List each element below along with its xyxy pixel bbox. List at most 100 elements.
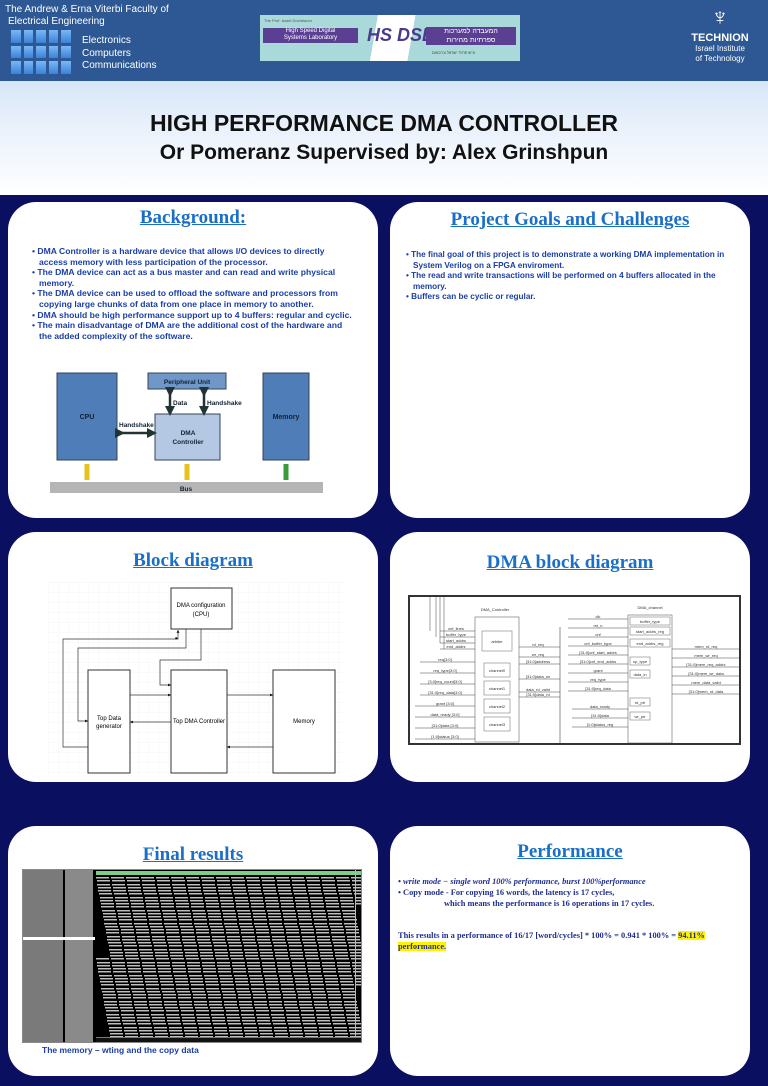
waveform-cell: [285, 929, 299, 931]
waveform-cell: [144, 977, 158, 980]
waveform-cell: [101, 987, 115, 990]
waveform-cell: [343, 997, 357, 1000]
waveform-cell: [148, 1000, 162, 1003]
area: Electronics: [82, 35, 131, 46]
waveform-cell: [165, 1010, 179, 1013]
waveform-cell: [147, 994, 161, 996]
waveform-cell: [126, 958, 139, 961]
waveform-cell: [298, 1000, 312, 1003]
waveform-cell: [239, 1003, 253, 1006]
waveform-cell: [238, 916, 252, 918]
waveform-cell: [264, 896, 278, 899]
register-label: op_type: [633, 659, 648, 664]
waveform-cell: [127, 886, 141, 889]
waveform-cell: [327, 909, 340, 912]
waveform-cell: [138, 1023, 151, 1026]
waveform-cell: [178, 1000, 192, 1003]
waveform-cell: [114, 893, 127, 896]
waveform-cell: [174, 977, 188, 980]
waveform-cell: [204, 896, 218, 899]
signal-label: req[3:0]: [438, 657, 452, 662]
waveform-cell: [355, 981, 361, 983]
waveform-cell: [162, 990, 175, 993]
waveform-cell: [193, 919, 207, 922]
waveform-cell: [331, 932, 345, 935]
waveform-cell: [106, 935, 120, 938]
waveform-cell: [148, 916, 162, 918]
waveform-cell: [99, 893, 112, 896]
waveform-cell: [265, 903, 279, 905]
waveform-cell: [330, 929, 344, 931]
waveform-cell: [121, 1013, 135, 1016]
waveform-cell: [348, 1023, 361, 1026]
waveform-cell: [353, 890, 361, 892]
waveform-cell: [334, 1033, 348, 1035]
waveform-cell: [198, 1023, 211, 1026]
waveform-cell: [102, 912, 116, 915]
waveform-cell: [177, 909, 190, 912]
waveform-cell: [135, 925, 148, 928]
waveform-cell: [226, 932, 240, 935]
waveform-cell: [310, 981, 324, 983]
waveform-cell: [120, 929, 134, 931]
waveform-cell: [105, 925, 118, 928]
waveform-cell: [263, 890, 277, 892]
waveform-cell: [254, 922, 268, 925]
waveform-cell: [259, 948, 273, 951]
waveform-cell: [242, 938, 256, 941]
waveform-cell: [169, 948, 183, 951]
waveform-cell: [279, 896, 293, 899]
waveform-cell: [128, 971, 142, 974]
panel-heading: Background:: [139, 207, 247, 228]
waveform-cell: [115, 899, 129, 902]
waveform-cell: [325, 903, 339, 905]
generator-label: Top Data: [97, 716, 122, 722]
waveform-cell: [111, 880, 125, 883]
waveform-cell: [333, 1026, 347, 1029]
waveform-cell: [188, 971, 202, 974]
waveform-cell: [297, 990, 310, 993]
waveform-cell: [157, 968, 171, 970]
technion-sub: of Technology: [695, 54, 745, 63]
dma-box: [154, 413, 221, 461]
waveform-cell: [304, 951, 318, 954]
waveform-cell: [112, 886, 126, 889]
waveform-cell: [117, 994, 131, 996]
faculty-line: Electrical Engineering: [8, 16, 105, 27]
waveform-cell: [181, 1013, 195, 1016]
signal-label: [3:0]req_count[3:0]: [428, 679, 461, 684]
waveform-cell: [139, 1033, 153, 1035]
channel-box: [483, 680, 511, 696]
waveform-cell: [111, 961, 125, 964]
waveform-cell: [272, 938, 286, 941]
waveform-cell: [129, 896, 143, 899]
waveform-cell: [280, 903, 294, 905]
waveform-cell: [190, 984, 204, 987]
waveform-cell: [321, 961, 335, 964]
waveform-cell: [258, 945, 272, 948]
signal-label: [31:0]data: [591, 713, 610, 718]
waveform-cell: [180, 1007, 193, 1009]
area: Computers: [82, 47, 131, 59]
waveform-cell: [333, 942, 346, 944]
waveform-cell: [293, 971, 307, 974]
waveform-cell: [121, 935, 135, 938]
waveform-cell: [159, 974, 172, 977]
waveform-cell: [256, 935, 270, 938]
waveform-cell: [264, 974, 277, 977]
waveform-cell: [151, 1016, 165, 1019]
waveform-cell: [156, 958, 169, 961]
waveform-cell: [144, 974, 157, 977]
waveform-cell: [326, 987, 340, 990]
waveform-cell: [120, 925, 133, 928]
waveform-cell: [231, 880, 245, 883]
waveform-cell: [225, 1007, 238, 1009]
waveform-cell: [167, 938, 181, 941]
waveform-cell: [190, 981, 204, 983]
waveform-cell: [206, 987, 220, 990]
waveform-cell: [129, 974, 142, 977]
waveform-cell: [332, 1020, 346, 1022]
waveform-cell: [280, 899, 294, 902]
waveform-cell: [137, 938, 151, 941]
waveform-cell: [286, 1016, 300, 1019]
